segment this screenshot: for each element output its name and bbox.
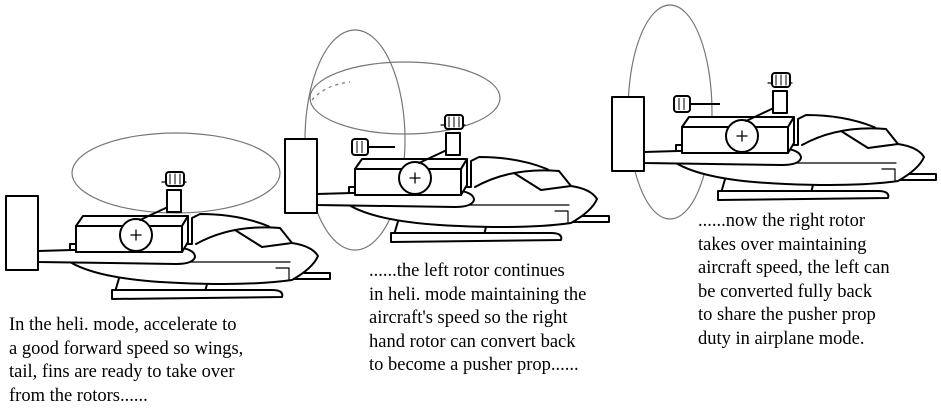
caption-line: a good forward speed so wings, [9, 338, 244, 359]
caption-line: takes over maintaining [698, 234, 867, 255]
caption-line: In the heli. mode, accelerate to [9, 315, 237, 335]
caption-line: tail, fins are ready to take over [9, 362, 235, 382]
stage3-caption: ......now the right rotor takes over mai… [698, 210, 890, 351]
stage1-helicopter-mode [5, 132, 331, 300]
caption-line: ......now the right rotor [698, 211, 865, 231]
caption-line: hand rotor can convert back [369, 331, 576, 352]
caption-line: to share the pusher prop [698, 305, 876, 325]
caption-line: duty in airplane mode. [698, 328, 865, 349]
stage2-caption: ......the left rotor continues in heli. … [369, 260, 586, 378]
stage2-transition [284, 29, 610, 251]
caption-line: ......the left rotor continues [369, 261, 565, 281]
stage1-caption: In the heli. mode, accelerate to a good … [9, 314, 243, 408]
caption-line: from the rotors...... [9, 385, 148, 406]
caption-line: aircraft speed, the left can [698, 258, 890, 278]
caption-line: aircraft's speed so the right [369, 308, 568, 328]
stage3-airplane-mode [611, 4, 937, 220]
caption-line: in heli. mode maintaining the [369, 284, 587, 305]
caption-line: be converted fully back [698, 281, 873, 302]
caption-line: to become a pusher prop...... [369, 355, 579, 375]
